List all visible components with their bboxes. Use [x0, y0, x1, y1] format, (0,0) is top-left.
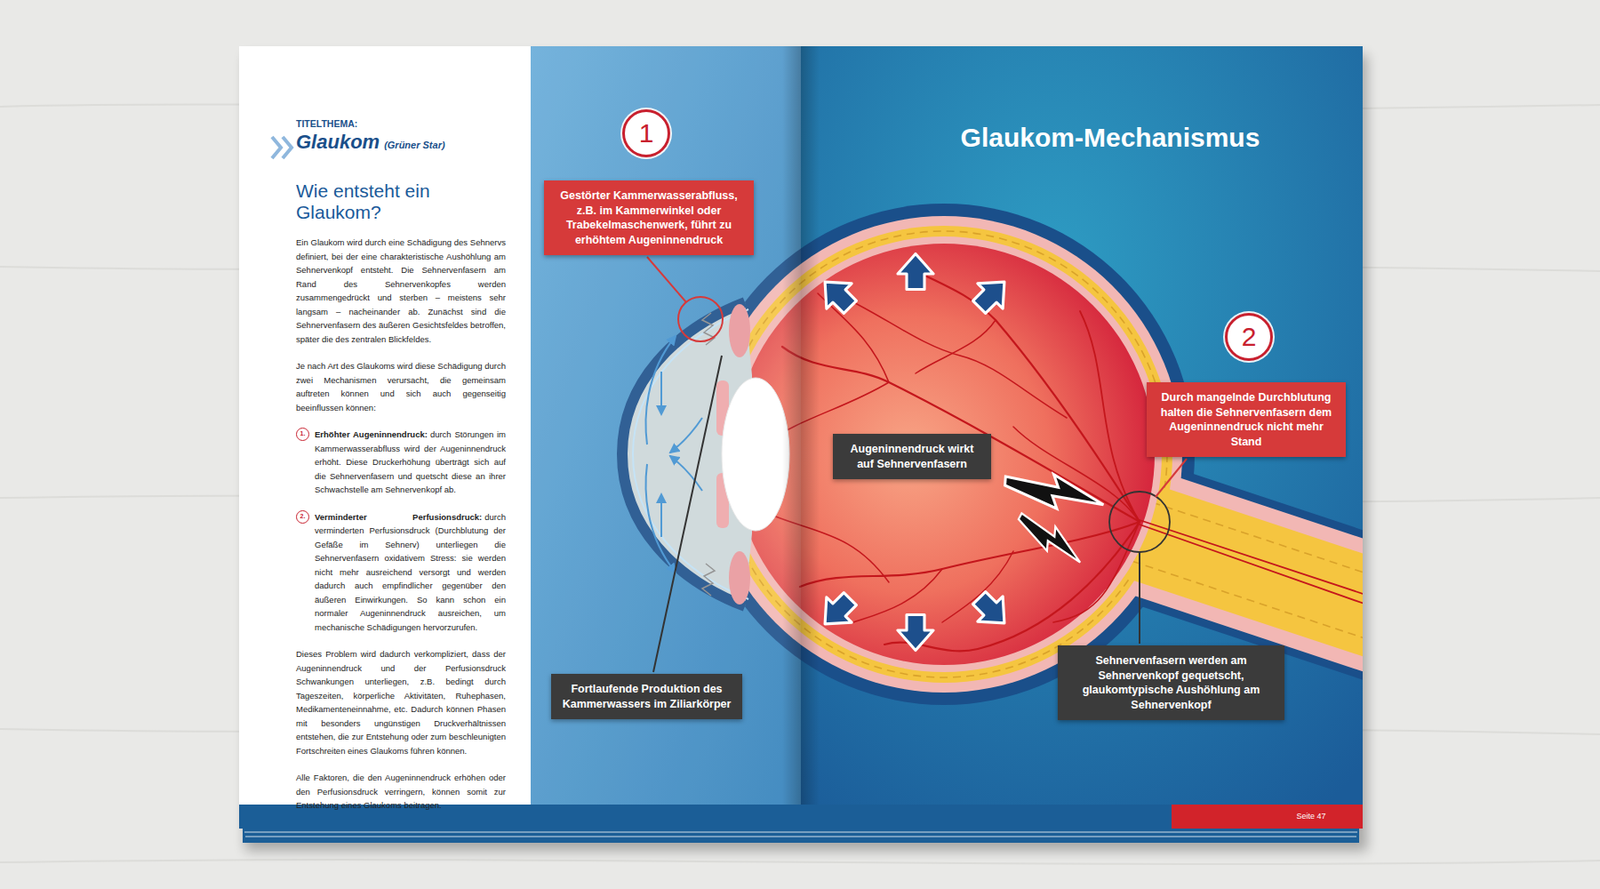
- blood-vessel: [1080, 311, 1140, 522]
- callout-box: Durch mangelnde Durchblutung halten die …: [1146, 382, 1346, 457]
- callout-box: Gestörter Kammerwasserabfluss, z.B. im K…: [544, 180, 754, 256]
- pressure-arrow: [897, 615, 934, 651]
- list-number: 1.: [296, 427, 310, 441]
- pressure-arrow: [966, 584, 1017, 636]
- footer-red-band: [1171, 804, 1363, 829]
- callout-text: Augeninnendruck wirkt auf Sehnervenfaser…: [841, 441, 983, 472]
- leader-line: [653, 355, 722, 672]
- lightning-bolt: [1003, 471, 1105, 512]
- leader-line: [647, 256, 687, 303]
- leader-line: [1138, 552, 1141, 644]
- body-paragraph: Je nach Art des Glaukoms wird diese Schä…: [296, 359, 506, 415]
- list-item: 2. Verminderter Perfusionsdruck:durch ver…: [296, 510, 506, 635]
- pressure-arrow: [812, 585, 864, 637]
- pressure-arrow: [812, 269, 864, 320]
- focus-circle: [678, 296, 723, 342]
- callout-number: 2: [1224, 312, 1273, 361]
- callout-box: Augeninnendruck wirkt auf Sehnervenfaser…: [832, 433, 992, 480]
- callout-text: Sehnervenfasern werden am Sehnervenkopf …: [1066, 653, 1276, 712]
- page-heading: Wie entsteht ein Glaukom?: [296, 180, 506, 224]
- blood-vessel: [1053, 521, 1140, 623]
- body-paragraph: Ein Glaukom wird durch eine Schädigung d…: [296, 235, 506, 346]
- list-lead: Verminderter Perfusionsdruck:: [314, 512, 482, 522]
- pressure-arrow: [897, 254, 934, 290]
- blood-vessel: [782, 346, 1140, 522]
- page-sheen: [530, 46, 801, 805]
- chevron: [272, 136, 281, 159]
- list-body: durch verminderten Perfusionsdruck (Durc…: [314, 512, 506, 632]
- pressure-arrow: [966, 269, 1017, 320]
- blood-vessel: [1013, 426, 1140, 522]
- callout-text: Durch mangelnde Durchblutung halten die …: [1155, 390, 1337, 449]
- magazine: [239, 46, 1368, 851]
- pressure-bolts: [1003, 471, 1105, 568]
- callout-number: 1: [622, 109, 671, 158]
- list-item: 1. Erhöhter Augeninnendruck:durch Störung…: [296, 427, 506, 497]
- list-lead: Erhöhter Augeninnendruck:: [314, 429, 428, 440]
- left-page: [239, 46, 531, 807]
- leader-line: [1155, 458, 1187, 497]
- lightning-bolt: [1011, 509, 1090, 568]
- section-title-row: Glaukom (Grüner Star): [296, 130, 506, 154]
- list-text: Verminderter Perfusionsdruck:durch vermi…: [314, 510, 506, 635]
- section-title: Glaukom: [296, 130, 380, 153]
- blue-page: [530, 46, 801, 807]
- blood-vessel: [800, 521, 1140, 587]
- gutter-shadow: [782, 46, 820, 807]
- page-stack: [244, 832, 1358, 837]
- leader-lines: [647, 256, 1187, 672]
- body-paragraph: Dieses Problem wird dadurch verkomplizie…: [296, 647, 506, 758]
- blood-vessel: [853, 568, 943, 623]
- blood-vessel: [915, 320, 996, 374]
- pressure-arrows: [812, 254, 1017, 651]
- text-column: TITELTHEMA:Glaukom (Grüner Star) Wie entst…: [296, 118, 506, 813]
- blood-vessels: [764, 266, 1363, 651]
- list-number: 2.: [296, 510, 310, 524]
- chevron-symbol: [272, 136, 292, 159]
- blood-vessel: [853, 302, 1067, 418]
- page-stack: [242, 826, 1360, 843]
- callout-box: Fortlaufende Produktion des Kammerwasser…: [551, 673, 743, 720]
- section-subtitle: (Grüner Star): [384, 139, 445, 151]
- callout-text: Gestörter Kammerwasserabfluss, z.B. im K…: [552, 188, 745, 248]
- central-vessel: [1139, 520, 1363, 624]
- page-number: Seite 47: [1271, 809, 1352, 823]
- callout-text: Fortlaufende Produktion des Kammerwasser…: [560, 681, 734, 712]
- callout-box: Sehnervenfasern werden am Sehnervenkopf …: [1057, 645, 1285, 720]
- focus-circle: [1109, 491, 1170, 552]
- section-kicker: TITELTHEMA:: [296, 118, 506, 129]
- chevron: [282, 136, 292, 159]
- diagram-title: Glaukom-Mechanismus: [932, 122, 1288, 153]
- body-paragraph: Alle Faktoren, die den Augeninnendruck e…: [296, 770, 506, 813]
- blood-vessel: [906, 266, 1140, 522]
- list-text: Erhöhter Augeninnendruck:durch Störungen…: [314, 427, 506, 497]
- blood-vessel: [884, 521, 1140, 651]
